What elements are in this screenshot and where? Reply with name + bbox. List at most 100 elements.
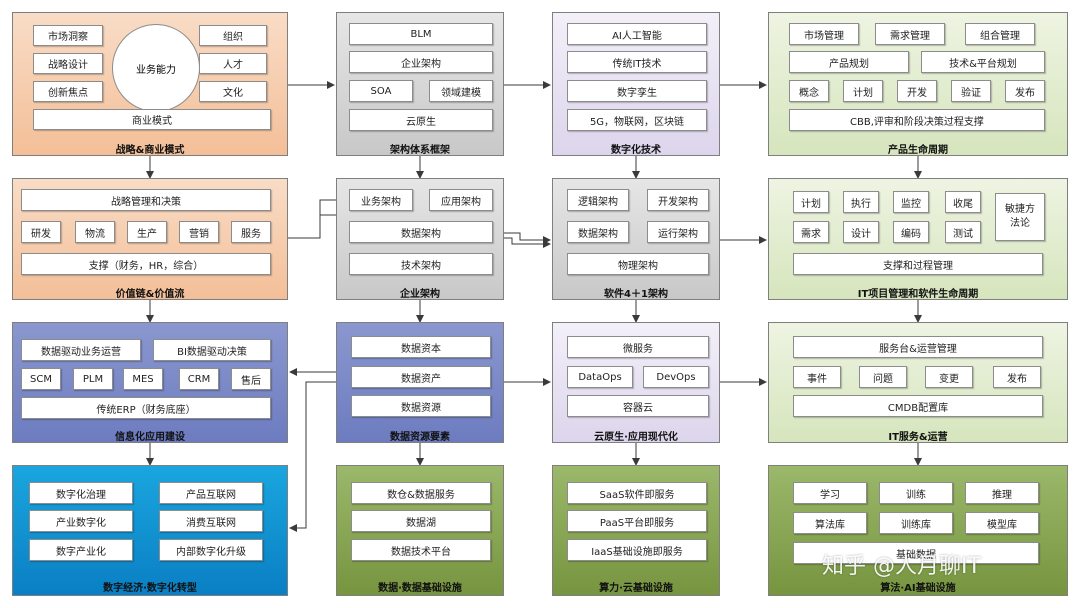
data-arch-box: 数据架构 <box>567 221 629 243</box>
base-data-box: 基础数据 <box>793 542 1039 564</box>
data-lake-box: 数据湖 <box>351 510 491 532</box>
cmdb-box: CMDB配置库 <box>793 395 1043 417</box>
panel-title: 产品生命周期 <box>888 145 948 156</box>
traditional-it-box: 传统IT技术 <box>567 51 707 73</box>
arrow-valuechain-to-business-arch <box>288 196 348 239</box>
ai-learning-box: 学习 <box>793 482 867 504</box>
panel-title: IT项目管理和软件生命周期 <box>857 289 979 300</box>
stage-release-box: 发布 <box>1005 80 1045 102</box>
data-assets-box: 数据资产 <box>351 366 491 388</box>
digital-twin-box: 数字孪生 <box>567 80 707 102</box>
pm-close-box: 收尾 <box>945 191 981 213</box>
panel-product-lifecycle: 市场管理 需求管理 组合管理 产品规划 技术&平台规划 概念 计划 开发 验证 … <box>768 12 1068 156</box>
dataops-box: DataOps <box>567 366 633 388</box>
process-release-box: 发布 <box>993 366 1041 388</box>
innovation-focus-box: 创新焦点 <box>33 81 103 102</box>
panel-title: 信息化应用建设 <box>115 432 185 443</box>
erp-box: 传统ERP（财务底座） <box>21 397 271 419</box>
panel-cloud-native: 微服务 DataOps DevOps 容器云 云原生·应用现代化 <box>552 322 720 443</box>
service-desk-box: 服务台&运营管理 <box>793 336 1043 358</box>
panel-title: 数字经济·数字化转型 <box>103 583 197 594</box>
panel-data-infra: 数仓&数据服务 数据湖 数据技术平台 数据·数据基础设施 <box>336 465 504 596</box>
tech-platform-planning-box: 技术&平台规划 <box>921 51 1045 73</box>
panel-data-elements: 数据资本 数据资产 数据资源 数据资源要素 <box>336 322 504 443</box>
panel-title: 软件4＋1架构 <box>604 289 668 300</box>
panel-title: 架构体系框架 <box>390 145 450 156</box>
container-cloud-box: 容器云 <box>567 395 709 417</box>
product-internet-box: 产品互联网 <box>159 482 263 504</box>
panel-enterprise-arch: 业务架构 应用架构 数据架构 技术架构 企业架构 <box>336 178 504 300</box>
business-capability-circle: 业务能力 <box>112 24 200 112</box>
industry-digitalization-box: 产业数字化 <box>29 510 133 532</box>
physical-arch-box: 物理架构 <box>567 253 709 275</box>
panel-ai-infra: 学习 训练 推理 算法库 训练库 模型库 基础数据 算法·AI基础设施 <box>768 465 1068 596</box>
data-capital-box: 数据资本 <box>351 336 491 358</box>
market-insight-box: 市场洞察 <box>33 25 103 46</box>
agile-methodology-box: 敏捷方法论 <box>995 193 1045 241</box>
activity-service-box: 服务 <box>231 221 271 243</box>
sdlc-coding-box: 编码 <box>893 221 929 243</box>
data-resources-box: 数据资源 <box>351 395 491 417</box>
stage-develop-box: 开发 <box>897 80 937 102</box>
devops-box: DevOps <box>643 366 709 388</box>
strategy-design-box: 战略设计 <box>33 53 103 74</box>
panel-title: 算法·AI基础设施 <box>880 583 956 594</box>
talent-box: 人才 <box>199 53 267 74</box>
pm-monitor-box: 监控 <box>893 191 929 213</box>
system-mes-box: MES <box>123 368 163 390</box>
system-plm-box: PLM <box>73 368 113 390</box>
panel-title: 云原生·应用现代化 <box>594 432 678 443</box>
support-process-box: 支撑和过程管理 <box>793 253 1043 275</box>
panel-title: 算力·云基础设施 <box>599 583 673 594</box>
cbb-support-box: CBB,评审和阶段决策过程支撑 <box>789 109 1045 131</box>
requirement-mgmt-box: 需求管理 <box>875 23 945 45</box>
app-arch-box: 应用架构 <box>429 189 493 211</box>
consumer-internet-box: 消费互联网 <box>159 510 263 532</box>
stage-plan-box: 计划 <box>843 80 883 102</box>
data-tech-platform-box: 数据技术平台 <box>351 539 491 561</box>
culture-box: 文化 <box>199 81 267 102</box>
panel-digital-economy: 数字化治理 产业数字化 数字产业化 产品互联网 消费互联网 内部数字化升级 数字… <box>12 465 288 596</box>
stage-concept-box: 概念 <box>789 80 829 102</box>
blm-box: BLM <box>349 23 493 45</box>
development-arch-box: 开发架构 <box>647 189 709 211</box>
panel-title: 数字化技术 <box>611 145 661 156</box>
soa-box: SOA <box>349 80 413 102</box>
iaas-box: IaaS基础设施即服务 <box>567 539 707 561</box>
arrow-enterprise-to-software <box>493 232 551 244</box>
panel-info-app: 数据驱动业务运营 BI数据驱动决策 SCM PLM MES CRM 售后 传统E… <box>12 322 288 443</box>
arrow-data-to-digitaleconomy <box>289 381 336 532</box>
activity-rnd-box: 研发 <box>21 221 61 243</box>
digital-industrialization-box: 数字产业化 <box>29 539 133 561</box>
panel-title: 数据资源要素 <box>390 432 450 443</box>
business-arch-box: 业务架构 <box>349 189 413 211</box>
system-scm-box: SCM <box>21 368 61 390</box>
activity-marketing-box: 营销 <box>179 221 219 243</box>
process-problem-box: 问题 <box>859 366 907 388</box>
5g-iot-blockchain-box: 5G，物联网，区块链 <box>567 109 707 131</box>
enterprise-arch-box: 企业架构 <box>349 51 493 73</box>
domain-modeling-box: 领域建模 <box>429 80 493 102</box>
data-arch-box: 数据架构 <box>349 221 493 243</box>
training-lib-box: 训练库 <box>879 512 953 534</box>
panel-title: 企业架构 <box>400 289 440 300</box>
panel-it-project: 计划 执行 监控 收尾 需求 设计 编码 测试 敏捷方法论 支撑和过程管理 IT… <box>768 178 1068 300</box>
ai-box: AI人工智能 <box>567 23 707 45</box>
pm-plan-box: 计划 <box>793 191 829 213</box>
panel-title: 数据·数据基础设施 <box>378 583 462 594</box>
panel-software-41: 逻辑架构 开发架构 数据架构 运行架构 物理架构 软件4＋1架构 <box>552 178 720 300</box>
microservice-box: 微服务 <box>567 336 709 358</box>
cloud-native-box: 云原生 <box>349 109 493 131</box>
watermark-text: 知乎 @人月聊IT <box>822 554 981 579</box>
panel-it-service: 服务台&运营管理 事件 问题 变更 发布 CMDB配置库 IT服务&运营 <box>768 322 1068 443</box>
system-aftersales-box: 售后 <box>231 368 271 390</box>
system-crm-box: CRM <box>179 368 219 390</box>
ai-inference-box: 推理 <box>965 482 1039 504</box>
panel-architecture-framework: BLM 企业架构 SOA 领域建模 云原生 架构体系框架 <box>336 12 504 156</box>
pm-execute-box: 执行 <box>843 191 879 213</box>
sdlc-requirement-box: 需求 <box>793 221 829 243</box>
panel-strategy: 市场洞察 战略设计 创新焦点 业务能力 组织 人才 文化 商业模式 战略&商业模… <box>12 12 288 156</box>
bi-decision-box: BI数据驱动决策 <box>153 339 271 361</box>
model-lib-box: 模型库 <box>965 512 1039 534</box>
